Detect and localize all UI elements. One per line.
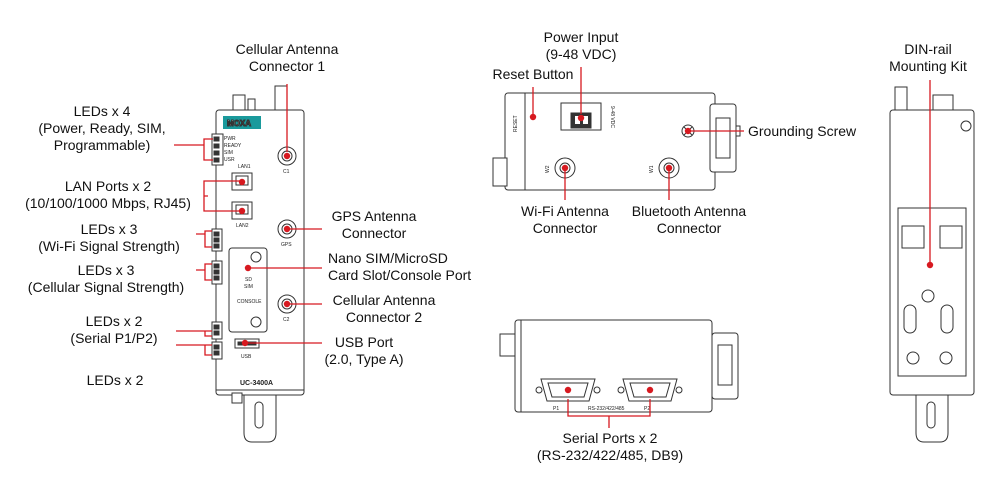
dot-cell2 (283, 300, 291, 308)
top-view: RESET 9-48 VDC W2 W1 (492, 92, 741, 191)
callout-leds4: LEDs x 4 (Power, Ready, SIM, Programmabl… (38, 103, 166, 153)
dot-reset (529, 113, 537, 121)
dot-lan1 (238, 178, 246, 186)
callout-gps: GPS Antenna Connector (331, 208, 417, 241)
bottom-view: P1 RS-232/422/485 P2 (499, 319, 739, 413)
top-antenna-stub (492, 157, 508, 187)
console-print: CONSOLE (237, 299, 262, 305)
line-leds3wifi (196, 230, 212, 248)
sim-print: SIM (244, 284, 253, 290)
led-name-ready: READY (224, 143, 242, 149)
w2-print: W2 (545, 165, 551, 173)
dot-bt (665, 164, 673, 172)
dc-range-print: 9-48 VDC (609, 106, 615, 128)
callout-usb: USB Port (2.0, Type A) (324, 334, 404, 367)
callout-dots (238, 113, 934, 394)
callout-cell2: Cellular Antenna Connector 2 (332, 292, 436, 325)
front-top-stub-mid (247, 98, 256, 112)
serial-range-print: RS-232/422/485 (588, 406, 625, 412)
led-block-4 (211, 133, 224, 166)
dot-lan2 (238, 207, 246, 215)
c1-print: C1 (283, 169, 290, 175)
callout-ground: Grounding Screw (748, 123, 857, 139)
dot-wifi (561, 164, 569, 172)
front-top-stub-right (274, 85, 288, 112)
gps-print: GPS (281, 242, 292, 248)
callout-lan: LAN Ports x 2 (10/100/1000 Mbps, RJ45) (25, 178, 191, 211)
dot-gps (283, 225, 291, 233)
lan2-print: LAN2 (236, 223, 249, 229)
line-leds3cell (196, 263, 212, 281)
bottom-body (514, 319, 713, 413)
side-top-stub-right (932, 94, 954, 112)
callout-sim: Nano SIM/MicroSD Card Slot/Console Port (328, 250, 472, 283)
callout-wifi: Wi-Fi Antenna Connector (521, 203, 609, 236)
callout-din: DIN-rail Mounting Kit (889, 41, 967, 74)
dot-din (926, 261, 934, 269)
reset-print: RESET (513, 115, 519, 132)
dot-sim (244, 264, 252, 272)
line-leds4 (174, 138, 213, 161)
side-view (889, 86, 975, 443)
model-label: UC-3400A (240, 380, 273, 387)
front-top-stub-left (232, 94, 246, 112)
led-name-usr: USR (224, 157, 235, 163)
side-top-stub-left (894, 86, 908, 113)
line-lan (203, 180, 240, 212)
p1-print: P1 (553, 406, 559, 412)
line-leds2 (176, 344, 212, 356)
dot-ground (684, 127, 692, 135)
led-name-pwr: PWR (224, 136, 236, 142)
c2-print: C2 (283, 317, 290, 323)
p2-print: P2 (644, 406, 650, 412)
dot-p1 (564, 386, 572, 394)
dot-power (577, 114, 585, 122)
callout-bt: Bluetooth Antenna Connector (631, 203, 747, 236)
callout-reset: Reset Button (492, 66, 574, 82)
led-name-sim: SIM (224, 150, 233, 156)
front-view: MOXA PWR READY SIM USR C1 LAN1 LAN2 (211, 85, 305, 443)
callout-leds2: LEDs x 2 (86, 372, 144, 388)
callout-leds3wifi: LEDs x 3 (Wi-Fi Signal Strength) (38, 221, 180, 254)
usb-print: USB (241, 354, 252, 360)
line-serial (567, 399, 651, 428)
dot-p2 (646, 386, 654, 394)
callout-leds2serial: LEDs x 2 (Serial P1/P2) (70, 313, 158, 346)
sim-slot-cover (228, 247, 268, 333)
lan1-print: LAN1 (238, 164, 251, 170)
moxa-logo (223, 116, 261, 129)
callout-serial: Serial Ports x 2 (RS-232/422/485, DB9) (536, 430, 684, 463)
w1-print: W1 (649, 165, 655, 173)
dot-usb (241, 339, 249, 347)
sd-print: SD (245, 277, 252, 283)
callout-cell1: Cellular Antenna Connector 1 (235, 41, 339, 74)
callout-lines (174, 67, 931, 428)
callout-power: Power Input (9-48 VDC) (543, 29, 619, 62)
line-leds2serial (176, 330, 212, 337)
callout-leds3cell: LEDs x 3 (Cellular Signal Strength) (27, 262, 185, 295)
moxa-logo-text: MOXA (227, 119, 251, 128)
dot-cell1 (283, 152, 291, 160)
